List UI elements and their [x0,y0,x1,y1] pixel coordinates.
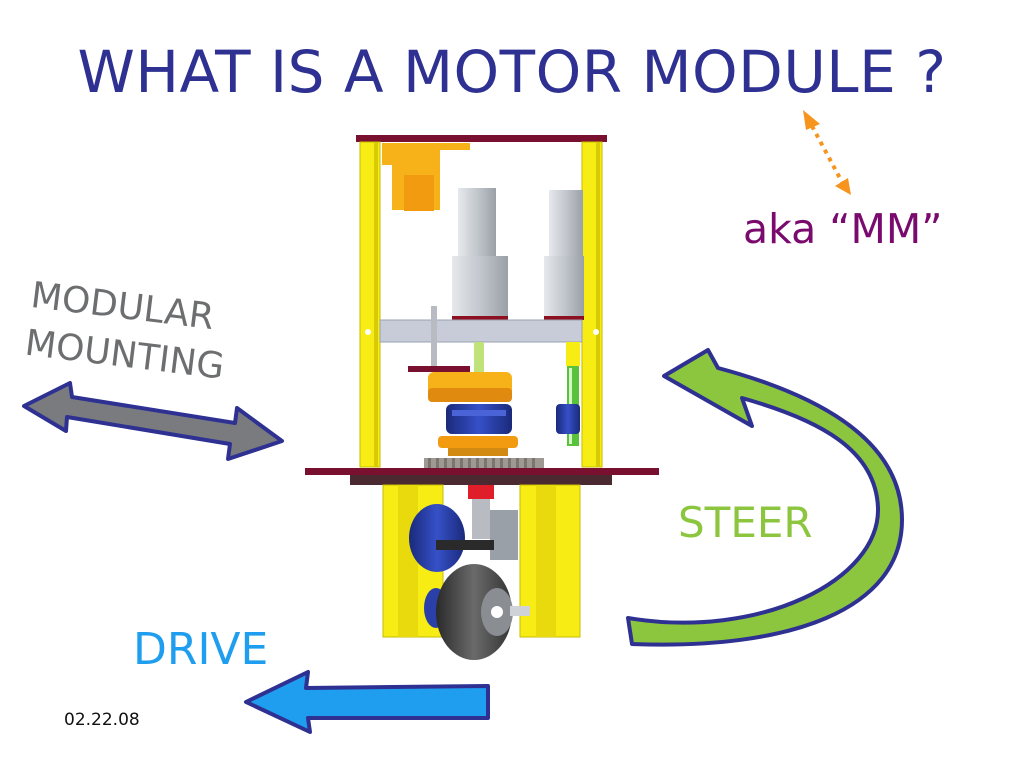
motor-module-illustration [305,135,659,660]
slide-title: WHAT IS A MOTOR MODULE ? [77,38,947,106]
curved-arrow-icon [626,348,904,647]
double-headed-arrow-icon [22,381,284,461]
slide-date: 02.22.08 [64,710,140,730]
dotted-double-arrow-icon [803,110,851,195]
steer-label: STEER [678,498,813,547]
left-arrow-icon [244,670,490,734]
drive-label: DRIVE [133,624,269,675]
aka-label: aka “MM” [743,205,943,253]
